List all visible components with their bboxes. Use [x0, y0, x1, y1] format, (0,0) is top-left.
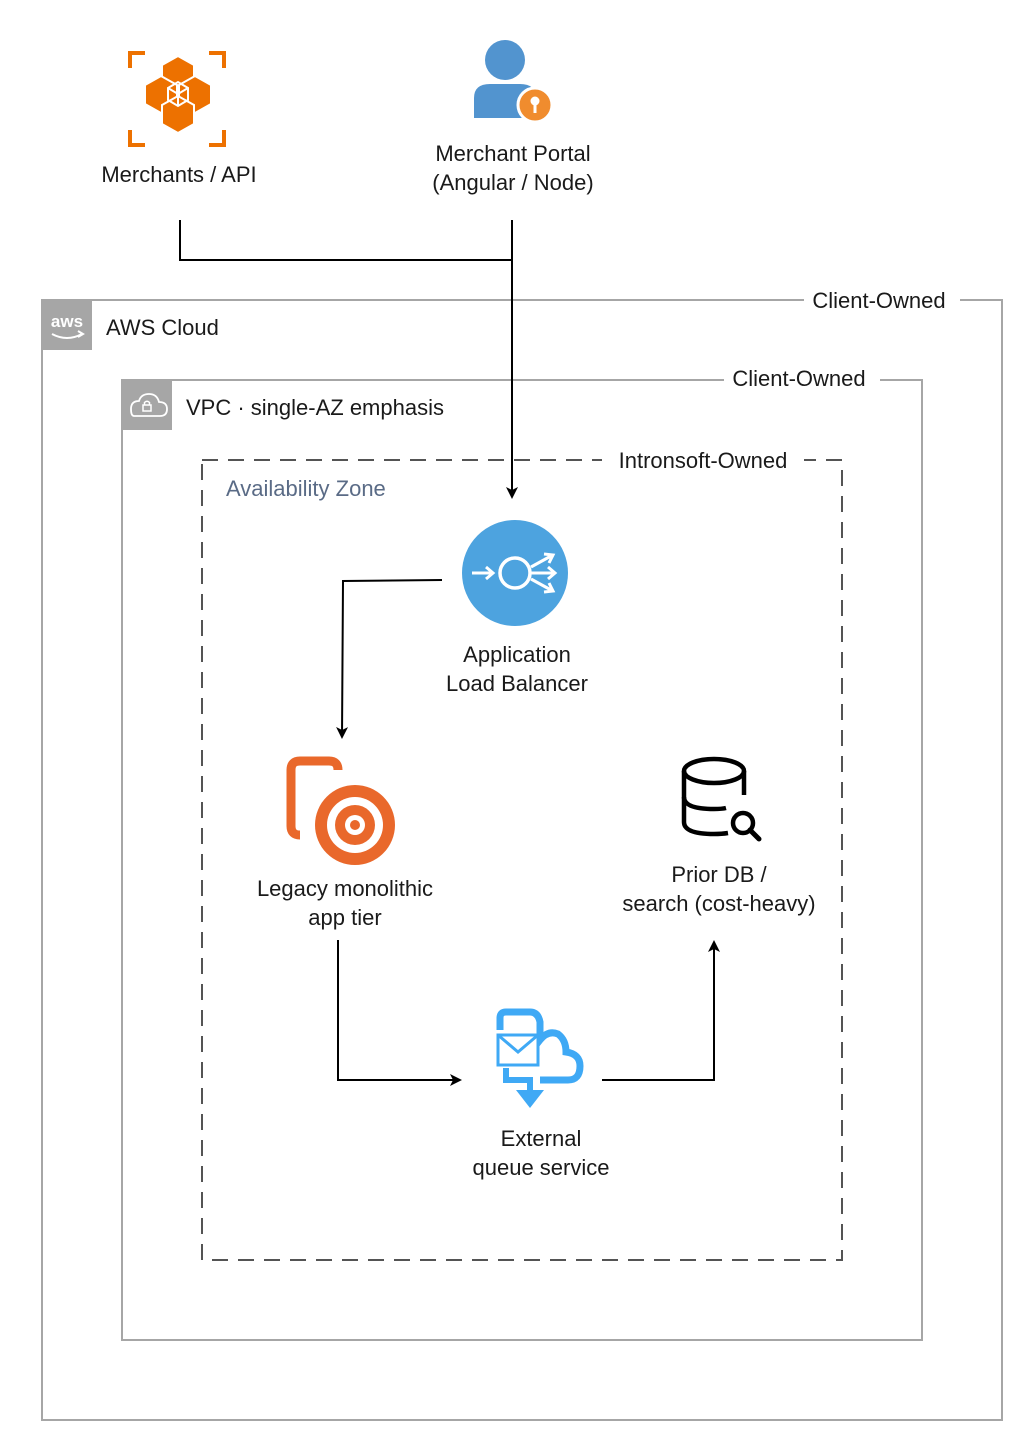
prior-db-label-line2: search (cost-heavy): [622, 891, 815, 916]
app-target-icon: [286, 756, 395, 865]
node-application-load-balancer[interactable]: Application Load Balancer: [446, 520, 588, 696]
load-balancer-icon: [462, 520, 568, 626]
cloud-lock-icon: [122, 380, 172, 430]
vpc-owner-label: Client-Owned: [732, 366, 865, 391]
vpc-group: VPC · single-AZ emphasis Client-Owned: [121, 366, 923, 1341]
node-legacy-app-tier[interactable]: Legacy monolithic app tier: [257, 756, 433, 930]
queue-service-icon: [496, 1008, 584, 1108]
availability-zone-label: Availability Zone: [226, 476, 386, 501]
app-tier-label-line2: app tier: [308, 905, 381, 930]
connector-alb-to-app-tier: [336, 579, 443, 739]
api-gateway-icon: [128, 51, 226, 147]
availability-zone-owner-label: Intronsoft-Owned: [619, 448, 788, 473]
connector-merchants-to-junction: [179, 220, 512, 261]
queue-label-line1: External: [501, 1126, 582, 1151]
svg-text:aws: aws: [51, 312, 83, 331]
prior-db-label-line1: Prior DB /: [671, 862, 767, 887]
queue-label-line2: queue service: [473, 1155, 610, 1180]
connector-queue-to-db: [602, 940, 720, 1081]
aws-logo-icon: aws: [42, 300, 92, 350]
node-external-queue[interactable]: External queue service: [473, 1008, 610, 1180]
app-tier-label-line1: Legacy monolithic: [257, 876, 433, 901]
merchant-portal-label-line1: Merchant Portal: [435, 141, 590, 166]
alb-label-line2: Load Balancer: [446, 671, 588, 696]
connectors: [179, 220, 720, 1086]
vpc-label: VPC · single-AZ emphasis: [186, 395, 444, 420]
aws-cloud-group: aws AWS Cloud Client-Owned: [41, 287, 1003, 1421]
connector-app-tier-to-queue: [337, 940, 462, 1086]
aws-cloud-owner-label: Client-Owned: [812, 288, 945, 313]
node-prior-db[interactable]: Prior DB / search (cost-heavy): [622, 756, 816, 916]
alb-label-line1: Application: [463, 642, 571, 667]
merchant-portal-label-line2: (Angular / Node): [432, 170, 593, 195]
node-merchant-portal[interactable]: Merchant Portal (Angular / Node): [432, 40, 594, 195]
user-key-icon: [474, 40, 554, 124]
database-search-icon: [681, 756, 762, 842]
aws-cloud-label: AWS Cloud: [106, 315, 219, 340]
merchants-api-label: Merchants / API: [101, 162, 256, 187]
node-merchants-api[interactable]: Merchants / API: [101, 51, 257, 187]
availability-zone-group: Availability Zone Intronsoft-Owned: [201, 447, 843, 1261]
